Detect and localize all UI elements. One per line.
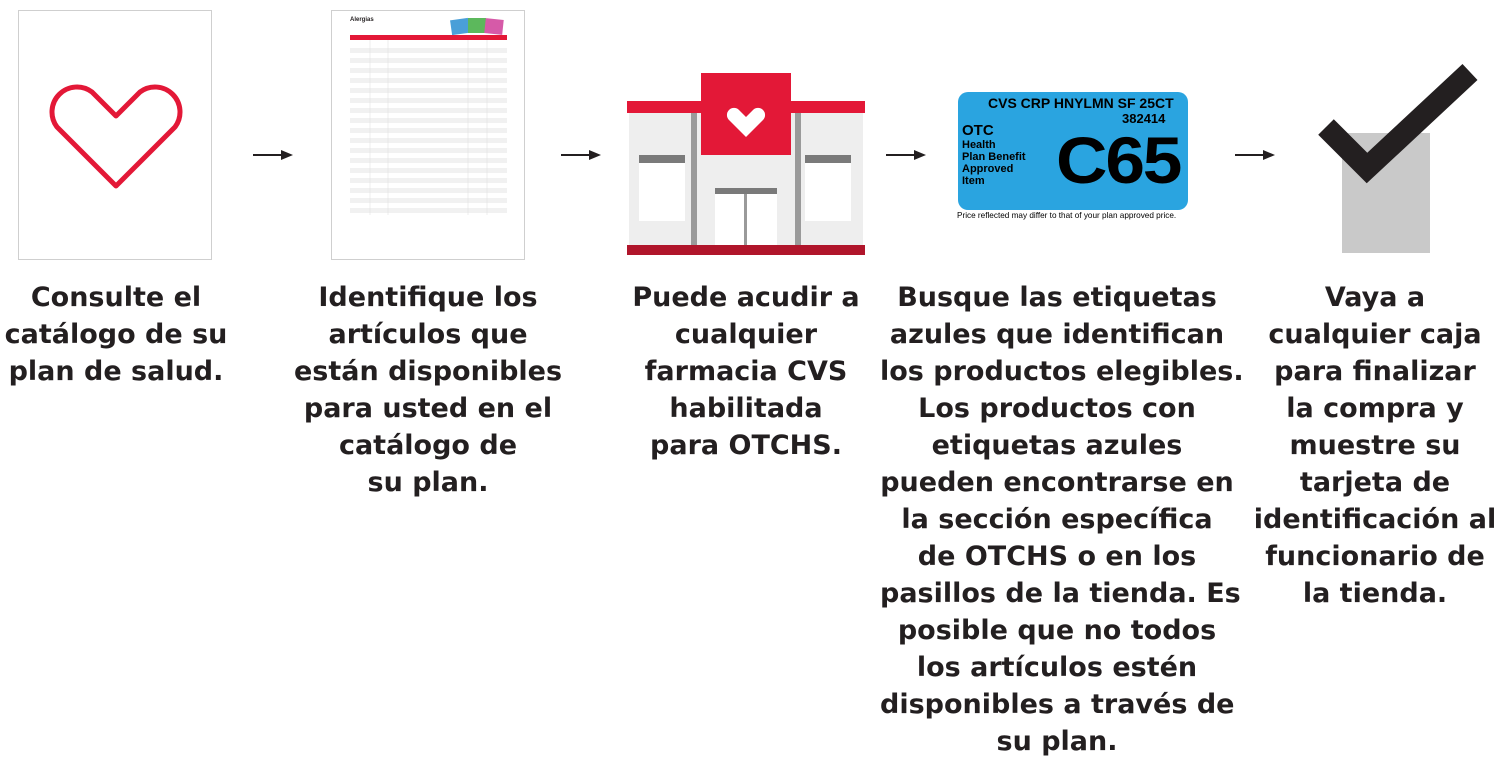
document-table	[350, 40, 507, 215]
caption-line: azules que identifican	[889, 319, 1225, 350]
caption-line: Puede acudir a	[632, 282, 860, 313]
document-thumbnails	[450, 16, 507, 36]
caption-line: disponibles a través de	[880, 689, 1235, 720]
caption-pharmacy: Puede acudir a cualquier farmacia CVS ha…	[606, 279, 886, 464]
caption-line: la tienda.	[1302, 578, 1448, 609]
tag-benefit-line: Approved	[962, 163, 1014, 175]
tag-benefit-line: Item	[962, 175, 985, 187]
caption-line: cualquier	[674, 319, 818, 350]
caption-line: para OTCHS.	[650, 430, 842, 461]
caption-line: Consulte el	[30, 282, 202, 313]
caption-blue-tag: Busque las etiquetas azules que identifi…	[880, 279, 1244, 760]
caption-line: los artículos estén	[916, 652, 1198, 683]
caption-line: catálogo de su	[4, 319, 228, 350]
caption-catalog: Consulte el catálogo de su plan de salud…	[0, 279, 232, 390]
caption-line: para usted en el	[303, 393, 553, 424]
caption-line: para finalizar	[1274, 356, 1476, 387]
arrow-right-icon	[561, 150, 601, 160]
caption-line: la sección específica	[901, 504, 1213, 535]
pharmacy-store-icon	[627, 73, 865, 255]
catalog-document-icon: Alergias	[331, 10, 525, 260]
caption-line: farmacia CVS	[644, 356, 848, 387]
caption-checkout: Vaya a cualquier caja para finalizar la …	[1240, 279, 1510, 612]
caption-line: pasillos de la tienda. Es	[880, 578, 1241, 609]
arrow-right-icon	[1235, 150, 1275, 160]
step-catalog	[18, 10, 212, 260]
document-table-header	[350, 35, 507, 40]
caption-line: posible que no todos	[897, 615, 1217, 646]
caption-line: su plan.	[996, 726, 1118, 757]
tag-otc: OTC	[962, 122, 994, 139]
caption-line: artículos que	[328, 319, 528, 350]
caption-line: Busque las etiquetas	[897, 282, 1217, 313]
caption-line: su plan.	[367, 467, 489, 498]
caption-line: Vaya a	[1324, 282, 1426, 313]
caption-line: tarjeta de	[1299, 467, 1451, 498]
caption-line: cualquier caja	[1268, 319, 1482, 350]
caption-line: plan de salud.	[8, 356, 224, 387]
caption-line: pueden encontrarse en	[880, 467, 1234, 498]
arrow-right-icon	[886, 150, 926, 160]
caption-line: los productos elegibles.	[880, 356, 1244, 387]
caption-line: catálogo de	[338, 430, 518, 461]
caption-line: identificación al	[1253, 504, 1497, 535]
tag-code: C65	[1056, 123, 1182, 197]
tag-benefit-line: Plan Benefit	[962, 151, 1026, 163]
tag-product-name: CVS CRP HNYLMN SF 25CT	[988, 95, 1174, 111]
caption-line: de OTCHS o en los	[917, 541, 1197, 572]
caption-line: Los productos con	[918, 393, 1196, 424]
tag-body	[958, 92, 1188, 210]
caption-line: funcionario de	[1265, 541, 1485, 572]
caption-line: habilitada	[669, 393, 823, 424]
checkmark-box-icon	[1318, 63, 1478, 253]
tag-benefit-line: Health	[962, 139, 996, 151]
caption-line: están disponibles	[293, 356, 563, 387]
blue-shelf-tag-icon: CVS CRP HNYLMN SF 25CT 382414 OTC Health…	[954, 90, 1192, 222]
document-title: Alergias	[350, 17, 374, 23]
caption-line: la compra y	[1286, 393, 1464, 424]
caption-line: Identifique los	[318, 282, 538, 313]
arrow-right-icon	[253, 150, 293, 160]
caption-catalog-page: Identifique los artículos que están disp…	[283, 279, 573, 501]
tag-footer: Price reflected may differ to that of yo…	[957, 211, 1177, 220]
tag-sku: 382414	[1122, 111, 1166, 126]
heart-icon	[49, 84, 183, 189]
caption-line: muestre su	[1289, 430, 1461, 461]
caption-line: etiquetas azules	[931, 430, 1183, 461]
